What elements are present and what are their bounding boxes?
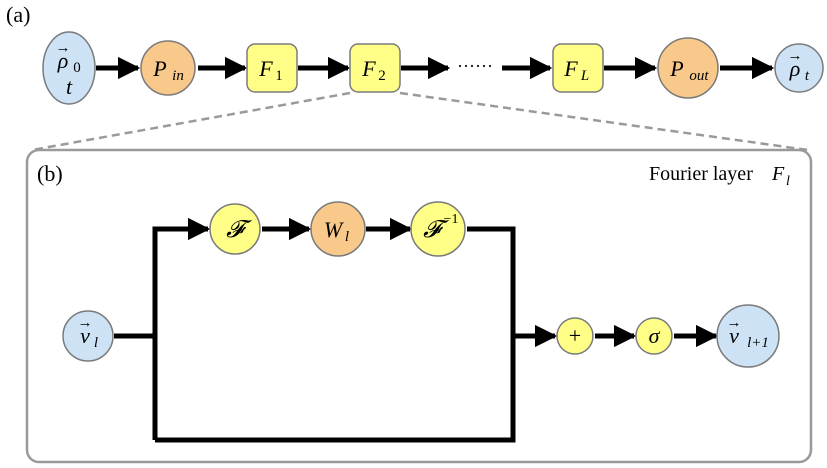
node-fourier-transform: 𝓕 [209, 203, 261, 255]
svg-text:in: in [172, 68, 184, 84]
arrow-to-fourier [152, 217, 211, 440]
input-rho-sub: 0 [73, 60, 81, 76]
svg-text:−1: −1 [444, 212, 459, 227]
svg-text:l: l [786, 174, 790, 189]
svg-text:2: 2 [378, 68, 386, 84]
node-w-l: W l [310, 201, 366, 257]
vector-arrow-glyph: → [56, 40, 71, 56]
node-output-rho-t: → ρ t [774, 43, 824, 93]
panel-b-wires [114, 217, 719, 443]
svg-text:P: P [152, 56, 166, 81]
panel-b-title: Fourier layer F l [649, 163, 790, 189]
input-t-label: t [66, 74, 73, 99]
panel-a-tag: (a) [6, 2, 30, 27]
node-input-rho0-t: → ρ 0 t [42, 31, 96, 105]
svg-text:P: P [669, 56, 683, 81]
node-inverse-fourier: 𝓕 −1 [410, 201, 466, 257]
svg-text:v: v [80, 323, 90, 348]
svg-text:out: out [689, 68, 709, 84]
svg-text:F: F [563, 56, 578, 81]
svg-text:L: L [580, 68, 589, 84]
ellipsis-dots: ······ [457, 56, 493, 76]
svg-text:1: 1 [275, 68, 283, 84]
panel-b-frame [25, 148, 813, 464]
node-sigma: σ [635, 317, 673, 355]
node-plus: + [556, 317, 594, 355]
vector-arrow-glyph: → [78, 315, 93, 331]
svg-text:l: l [345, 229, 349, 245]
node-v-l-plus-1: → v l+1 [716, 304, 780, 368]
svg-text:+: + [569, 323, 581, 348]
svg-text:F: F [258, 56, 273, 81]
input-rho-label: ρ [57, 48, 69, 73]
node-p-out: P out [657, 37, 719, 99]
svg-text:W: W [324, 217, 344, 242]
svg-text:l+1: l+1 [747, 335, 769, 351]
residual-loop [155, 226, 516, 443]
node-f1: F 1 [246, 43, 298, 93]
svg-text:t: t [805, 68, 810, 84]
svg-text:v: v [729, 323, 739, 348]
vector-arrow-glyph: → [727, 315, 742, 331]
svg-text:F: F [361, 56, 376, 81]
svg-text:l: l [94, 335, 98, 351]
vector-arrow-glyph: → [788, 48, 803, 64]
zoom-connector-lines [31, 91, 809, 152]
node-fl: F L [552, 43, 604, 93]
svg-text:Fourier layer: Fourier layer [649, 163, 753, 185]
svg-text:ρ: ρ [789, 56, 801, 81]
panel-b-tag: (b) [37, 161, 63, 186]
node-p-in: P in [140, 40, 196, 96]
node-f2: F 2 [349, 43, 401, 93]
node-v-l: → v l [62, 310, 114, 362]
svg-text:F: F [771, 163, 785, 185]
svg-text:σ: σ [649, 323, 661, 348]
